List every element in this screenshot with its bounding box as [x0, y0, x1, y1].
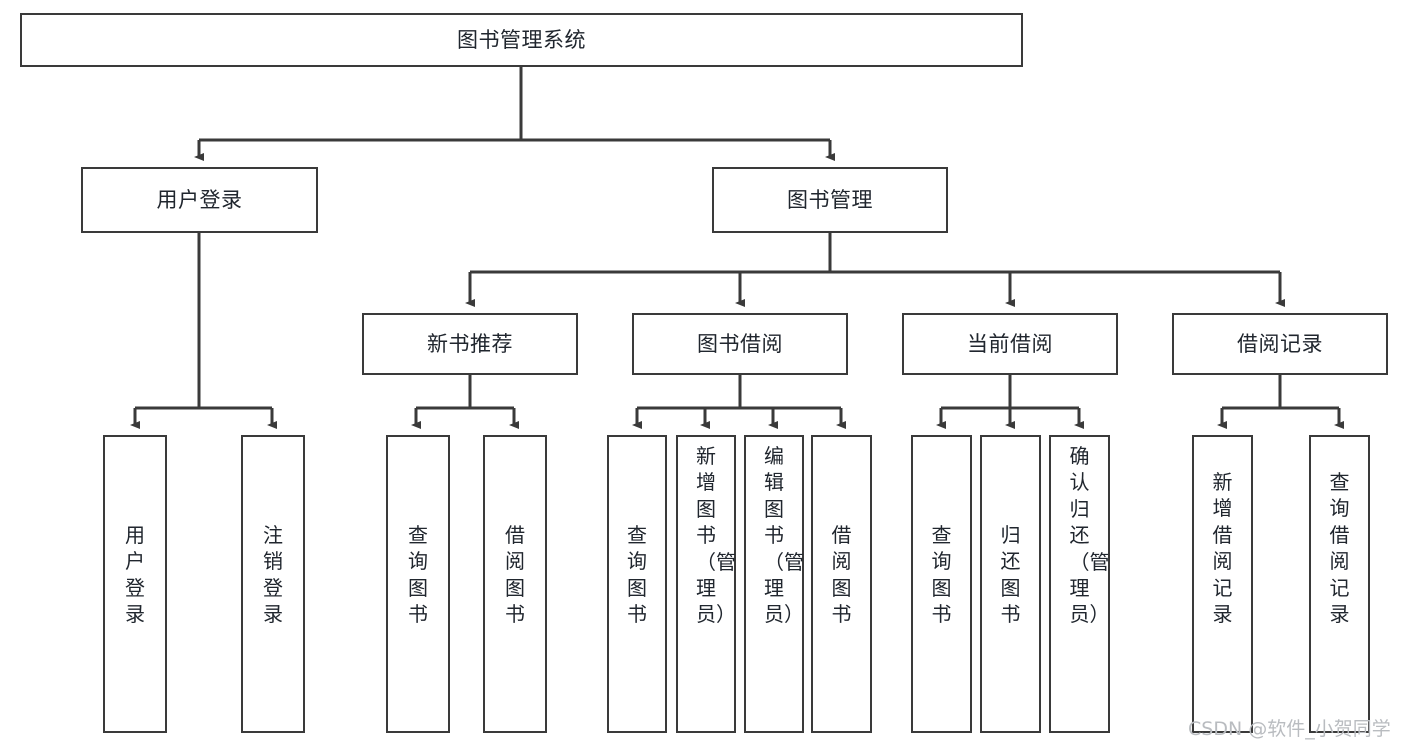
node-leaf-add-record[interactable]: 新增借阅记录 — [1192, 435, 1253, 733]
node-borrow-record-label: 借阅记录 — [1237, 331, 1323, 356]
node-leaf-confirm-return[interactable]: 确认归还（管理员） — [1049, 435, 1110, 733]
node-book-borrow[interactable]: 图书借阅 — [632, 313, 848, 375]
node-leaf-logout-login-label: 注销登录 — [263, 523, 283, 627]
node-leaf-query-book-2-label: 查询图书 — [627, 523, 647, 627]
node-leaf-query-record-label: 查询借阅记录 — [1329, 470, 1350, 626]
node-book-borrow-label: 图书借阅 — [697, 331, 783, 356]
node-leaf-query-book-1-label: 查询图书 — [408, 523, 428, 627]
node-root[interactable]: 图书管理系统 — [20, 13, 1023, 67]
csdn-watermark: CSDN @软件_小贺同学 — [1188, 718, 1391, 740]
node-leaf-borrow-book-2[interactable]: 借阅图书 — [811, 435, 872, 733]
node-leaf-return-book[interactable]: 归还图书 — [980, 435, 1041, 733]
node-leaf-user-login[interactable]: 用户登录 — [103, 435, 167, 733]
node-leaf-add-record-label: 新增借阅记录 — [1212, 470, 1233, 626]
node-leaf-query-book-3[interactable]: 查询图书 — [911, 435, 972, 733]
node-borrow-record[interactable]: 借阅记录 — [1172, 313, 1388, 375]
node-new-book-recommend-label: 新书推荐 — [427, 331, 513, 356]
node-leaf-query-book-3-label: 查询图书 — [931, 523, 952, 627]
node-leaf-add-book[interactable]: 新增图书（管理员） — [676, 435, 736, 733]
node-leaf-query-record[interactable]: 查询借阅记录 — [1309, 435, 1370, 733]
node-leaf-logout-login[interactable]: 注销登录 — [241, 435, 305, 733]
node-leaf-query-book-2[interactable]: 查询图书 — [607, 435, 667, 733]
node-user-login[interactable]: 用户登录 — [81, 167, 318, 233]
node-leaf-edit-book[interactable]: 编辑图书（管理员） — [744, 435, 804, 733]
node-book-manage-label: 图书管理 — [787, 187, 873, 212]
node-leaf-borrow-book-1[interactable]: 借阅图书 — [483, 435, 547, 733]
node-user-login-label: 用户登录 — [156, 187, 243, 212]
node-root-label: 图书管理系统 — [457, 27, 586, 52]
node-leaf-borrow-book-2-label: 借阅图书 — [831, 523, 852, 627]
node-new-book-recommend[interactable]: 新书推荐 — [362, 313, 578, 375]
node-leaf-user-login-label: 用户登录 — [125, 523, 145, 627]
node-current-borrow[interactable]: 当前借阅 — [902, 313, 1118, 375]
node-leaf-edit-book-label: 编辑图书（管理员） — [764, 444, 804, 627]
node-leaf-add-book-label: 新增图书（管理员） — [696, 444, 736, 627]
node-leaf-query-book-1[interactable]: 查询图书 — [386, 435, 450, 733]
node-leaf-confirm-return-label: 确认归还（管理员） — [1069, 444, 1110, 627]
node-current-borrow-label: 当前借阅 — [967, 331, 1053, 356]
node-book-manage[interactable]: 图书管理 — [712, 167, 948, 233]
node-leaf-borrow-book-1-label: 借阅图书 — [505, 523, 525, 627]
node-leaf-return-book-label: 归还图书 — [1000, 523, 1021, 627]
